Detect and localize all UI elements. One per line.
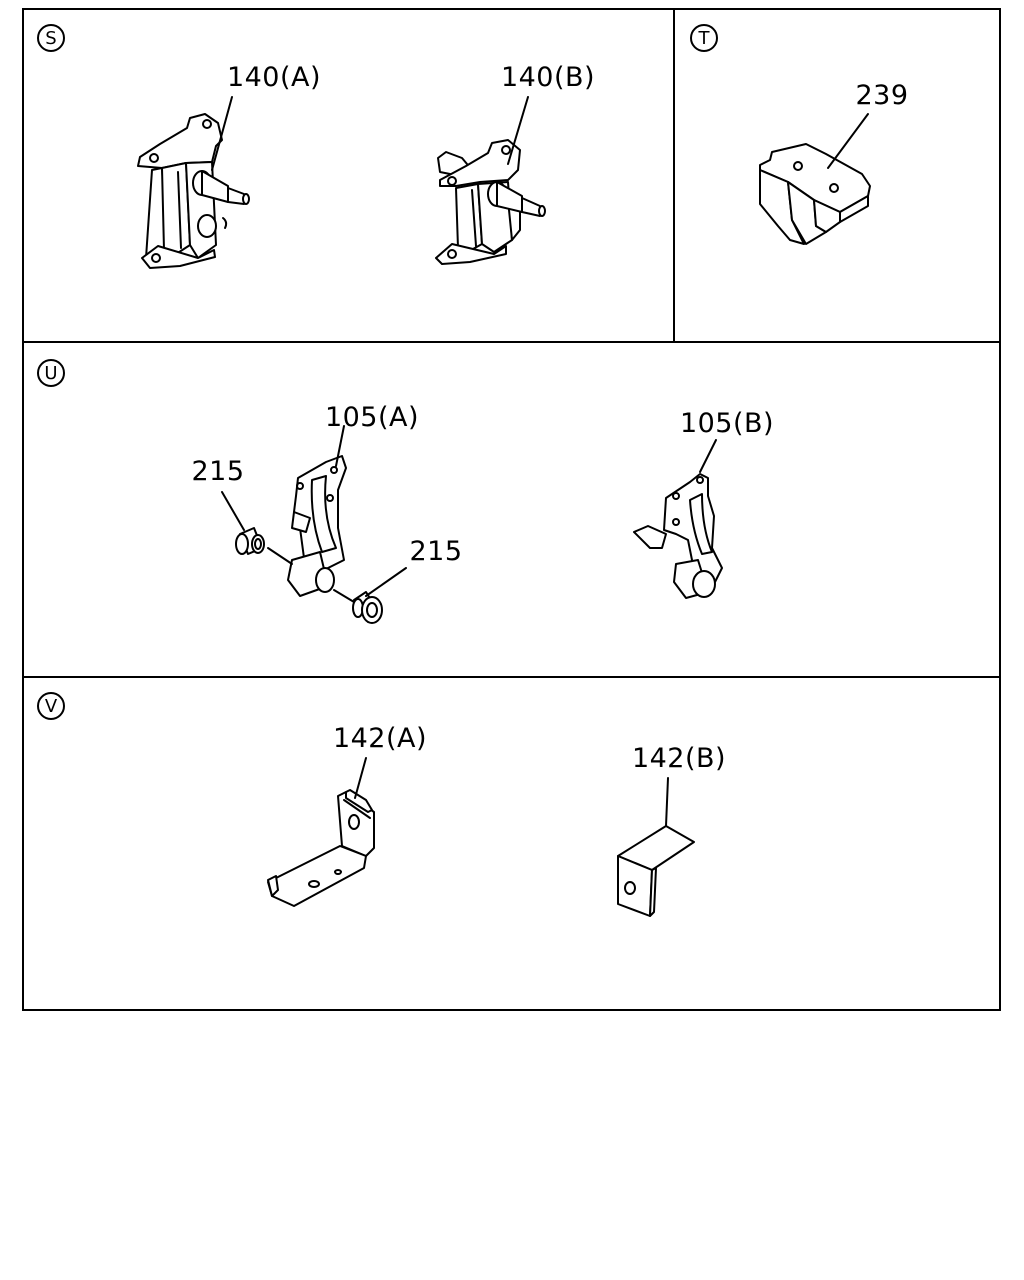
part-239-drawing [759,143,871,245]
section-s-letter: S [45,28,56,49]
diagram-frame [22,8,1001,1011]
part-142a-drawing [267,789,375,907]
leader-105a [335,425,345,467]
section-u-letter: U [44,363,57,384]
part-105a-drawing [267,455,355,603]
label-215-left: 215 [191,456,244,487]
section-t: T 239 [690,24,908,245]
part-142b-drawing [617,825,695,917]
section-t-letter: T [698,28,711,49]
leader-140a [211,96,233,171]
part-140a-drawing [137,113,250,269]
leader-105b [699,439,717,473]
leader-142b [665,777,669,827]
section-v-letter: V [45,696,58,717]
label-105b: 105(B) [680,408,774,439]
label-142a: 142(A) [333,723,427,754]
section-t-marker: T [690,24,718,52]
section-v-marker: V [37,692,65,720]
leader-140b [507,96,529,165]
part-215-left-drawing [235,527,265,555]
leader-215-right [365,567,407,597]
section-s-marker: S [37,24,65,52]
label-215-right: 215 [409,536,462,567]
label-105a: 105(A) [325,402,419,433]
part-215-right-drawing [352,591,383,624]
leader-239 [827,113,869,169]
part-105b-drawing [633,473,723,599]
section-s: S 140(A) [37,24,595,269]
part-140b-drawing [435,139,546,265]
label-142b: 142(B) [632,743,726,774]
section-v: V 142(A) 142(B) [37,692,726,917]
label-140b: 140(B) [501,62,595,93]
section-u: U 105(A) 215 [37,359,774,624]
leader-142a [354,757,367,799]
leader-215-left [221,491,245,531]
label-239: 239 [855,80,908,111]
section-u-marker: U [37,359,65,387]
label-140a: 140(A) [227,62,321,93]
